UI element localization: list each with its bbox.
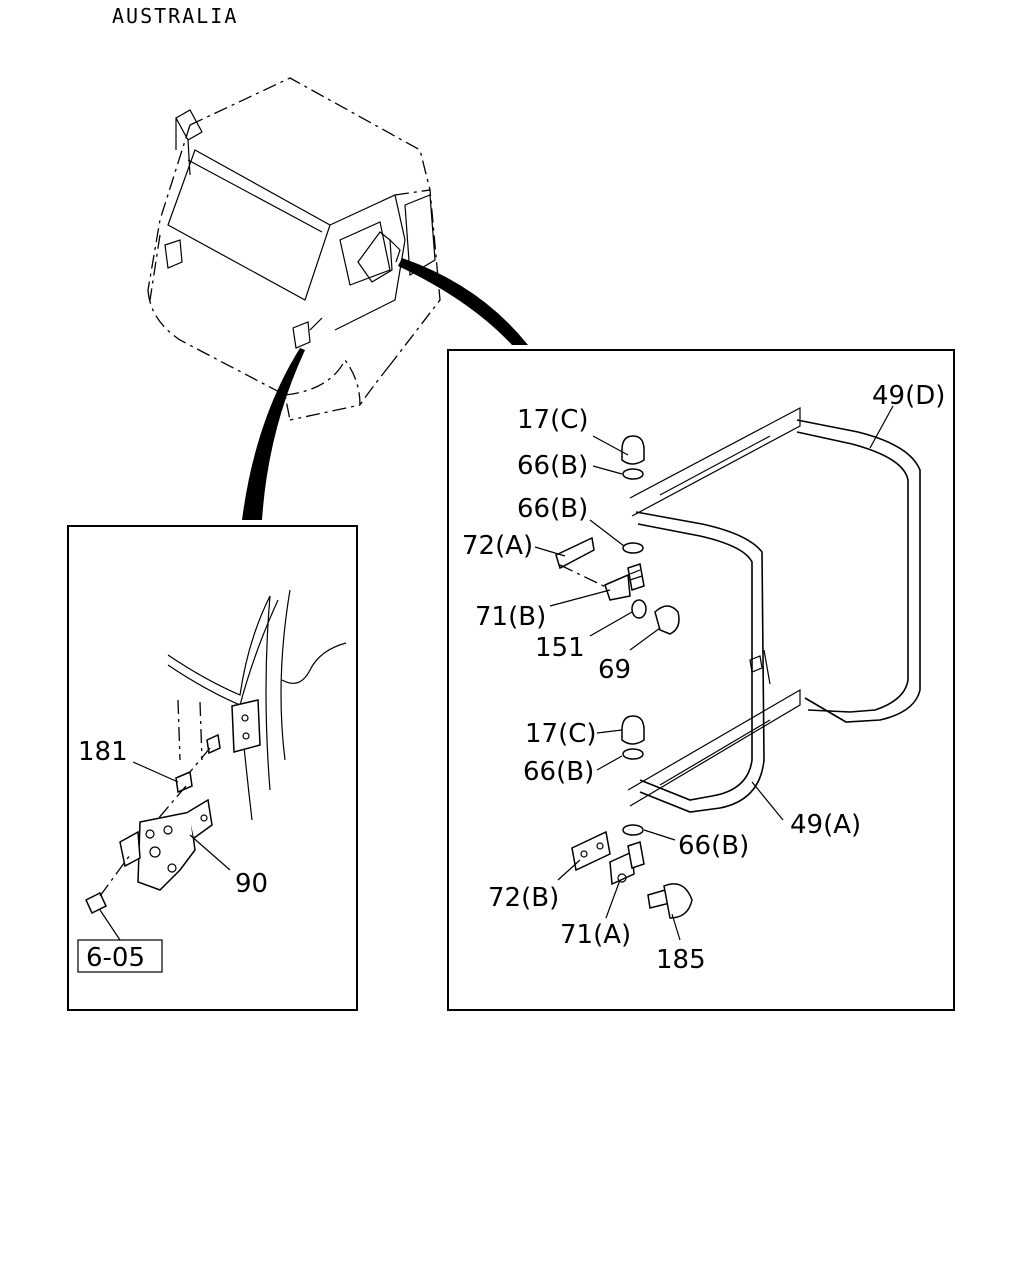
label-49a: 49(A) (790, 810, 861, 840)
part-72a-plate (555, 536, 595, 570)
label-66b-3: 66(B) (523, 757, 594, 787)
page-title: AUSTRALIA (112, 4, 238, 28)
label-66b-1: 66(B) (517, 451, 588, 481)
left-panel-body (85, 589, 347, 915)
label-90: 90 (235, 869, 268, 899)
part-66b-washer-3 (622, 748, 644, 760)
rail-49a (627, 511, 801, 813)
label-69: 69 (598, 655, 631, 685)
label-17c-bottom: 17(C) (525, 719, 597, 749)
label-72a: 72(A) (462, 531, 533, 561)
part-17c-cap-top (621, 435, 645, 465)
label-17c-top: 17(C) (517, 405, 589, 435)
part-71b-stud (604, 563, 645, 601)
part-71a-stud (609, 841, 645, 886)
bolt-6-05 (85, 891, 107, 915)
leader-to-right-panel (398, 258, 528, 345)
reference-box (77, 939, 163, 973)
part-151-washer (631, 599, 647, 619)
part-72b-plate (571, 830, 611, 872)
rail-49d (629, 407, 921, 723)
hinge-plate (231, 699, 261, 753)
label-71a: 71(A) (560, 920, 631, 950)
label-181: 181 (78, 737, 128, 767)
part-66b-washer-2 (622, 542, 644, 554)
label-ref-6-05: 6-05 (86, 943, 145, 973)
part-181-clip (175, 770, 193, 794)
label-49d: 49(D) (872, 381, 945, 411)
label-66b-2: 66(B) (517, 494, 588, 524)
label-72b: 72(B) (488, 883, 559, 913)
part-69-nut (654, 605, 680, 635)
leader-to-left-panel (242, 348, 305, 520)
part-185-bolt (647, 883, 693, 919)
part-17c-cap-bottom (621, 715, 645, 745)
part-66b-washer-1 (622, 468, 644, 480)
part-66b-washer-4 (622, 824, 644, 836)
label-66b-4: 66(B) (678, 831, 749, 861)
right-detail-panel (447, 349, 955, 1011)
left-detail-panel (67, 525, 358, 1011)
label-185: 185 (656, 945, 706, 975)
label-151: 151 (535, 633, 585, 663)
cab-illustration (147, 77, 441, 421)
label-71b: 71(B) (475, 602, 546, 632)
part-90-bracket (137, 811, 196, 891)
